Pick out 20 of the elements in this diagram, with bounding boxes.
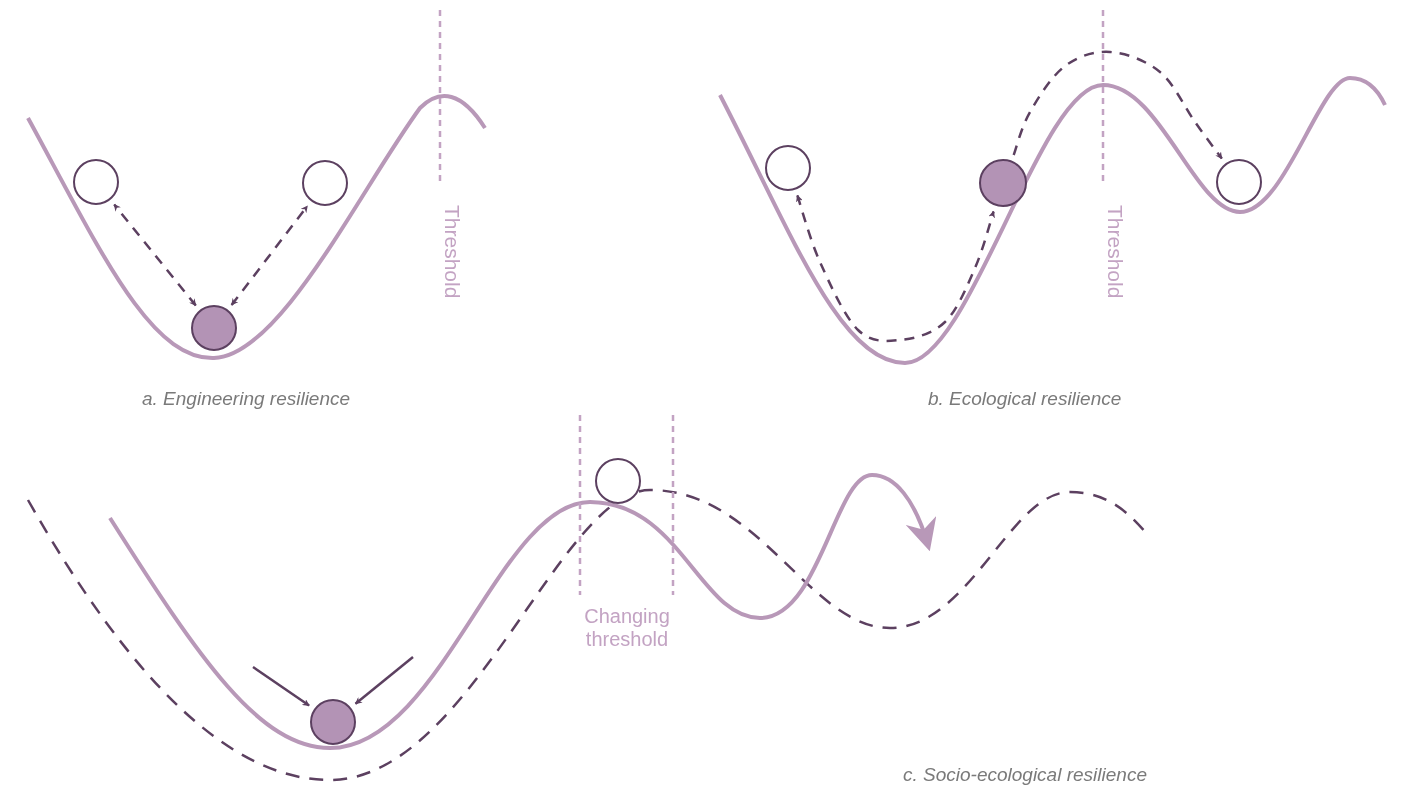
- panel-caption: b. Ecological resilience: [928, 388, 1122, 410]
- ball: [765, 145, 811, 191]
- ball: [302, 160, 348, 206]
- arrow: [795, 194, 996, 343]
- ball: [979, 159, 1027, 207]
- panel-caption: c. Socio-ecological resilience: [903, 764, 1147, 786]
- ball: [1216, 159, 1262, 205]
- arrow: [252, 665, 310, 707]
- ball: [310, 699, 356, 745]
- ball: [73, 159, 119, 205]
- ball: [595, 458, 641, 504]
- arrow: [230, 205, 309, 306]
- arrow: [1012, 50, 1223, 160]
- threshold-label: Threshold: [1103, 205, 1127, 299]
- panel-caption: a. Engineering resilience: [142, 388, 351, 410]
- threshold-label: Threshold: [440, 205, 464, 299]
- ball: [191, 305, 237, 351]
- arrow: [113, 203, 197, 307]
- arrow: [354, 656, 414, 705]
- threshold-label: Changing threshold: [583, 605, 671, 651]
